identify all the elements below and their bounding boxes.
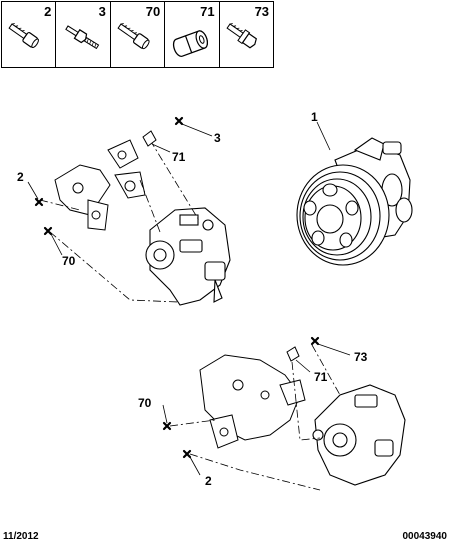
callout-70-upper: 70 (62, 254, 76, 268)
callout-71-lower: 71 (314, 370, 328, 384)
legend-ref-71: 71 (200, 4, 215, 19)
upper-assembly-leader-lines (39, 139, 201, 303)
spacer-sleeve-icon (173, 30, 209, 57)
upper-spacer-71-drawing (142, 130, 157, 147)
legend-cell-71: 71 (165, 2, 220, 67)
upper-bracket-drawing (54, 139, 146, 231)
lower-assembly-leader-lines (169, 344, 341, 491)
legend-ref-3: 3 (98, 4, 106, 19)
legend-ref-70: 70 (145, 4, 161, 19)
callout-leader-lines (27, 121, 351, 476)
footer-reference: 00043940 (402, 531, 448, 542)
callout-3: 3 (214, 131, 221, 145)
legend-cell-70: 70 (111, 2, 166, 67)
lower-bracket-drawing (199, 354, 306, 449)
lower-pump-body-drawing (312, 384, 406, 486)
callout-1: 1 (311, 110, 318, 124)
upper-pump-body-drawing (145, 207, 231, 306)
stud-bolt-icon (65, 25, 100, 50)
socket-head-screw-icon (8, 23, 39, 49)
pump-pulley-drawing (296, 137, 413, 266)
footer-date: 11/2012 (3, 531, 39, 542)
legend-ref-2: 2 (44, 4, 52, 19)
flanged-screw-icon (226, 23, 257, 49)
legend-cell-73: 73 (220, 2, 273, 67)
callout-2-upper: 2 (17, 170, 24, 184)
parts-legend-table: 2 3 70 (1, 1, 274, 68)
legend-cell-2: 2 (2, 2, 57, 67)
callout-73: 73 (354, 350, 368, 364)
lower-spacer-71-drawing (286, 346, 300, 362)
callout-71-upper: 71 (172, 150, 186, 164)
legend-cell-3: 3 (56, 2, 111, 67)
callout-70-lower: 70 (138, 396, 152, 410)
socket-head-screw-icon (117, 23, 150, 50)
fastener-markers (34, 116, 320, 459)
legend-ref-73: 73 (254, 4, 270, 19)
callout-2-lower: 2 (205, 474, 212, 488)
